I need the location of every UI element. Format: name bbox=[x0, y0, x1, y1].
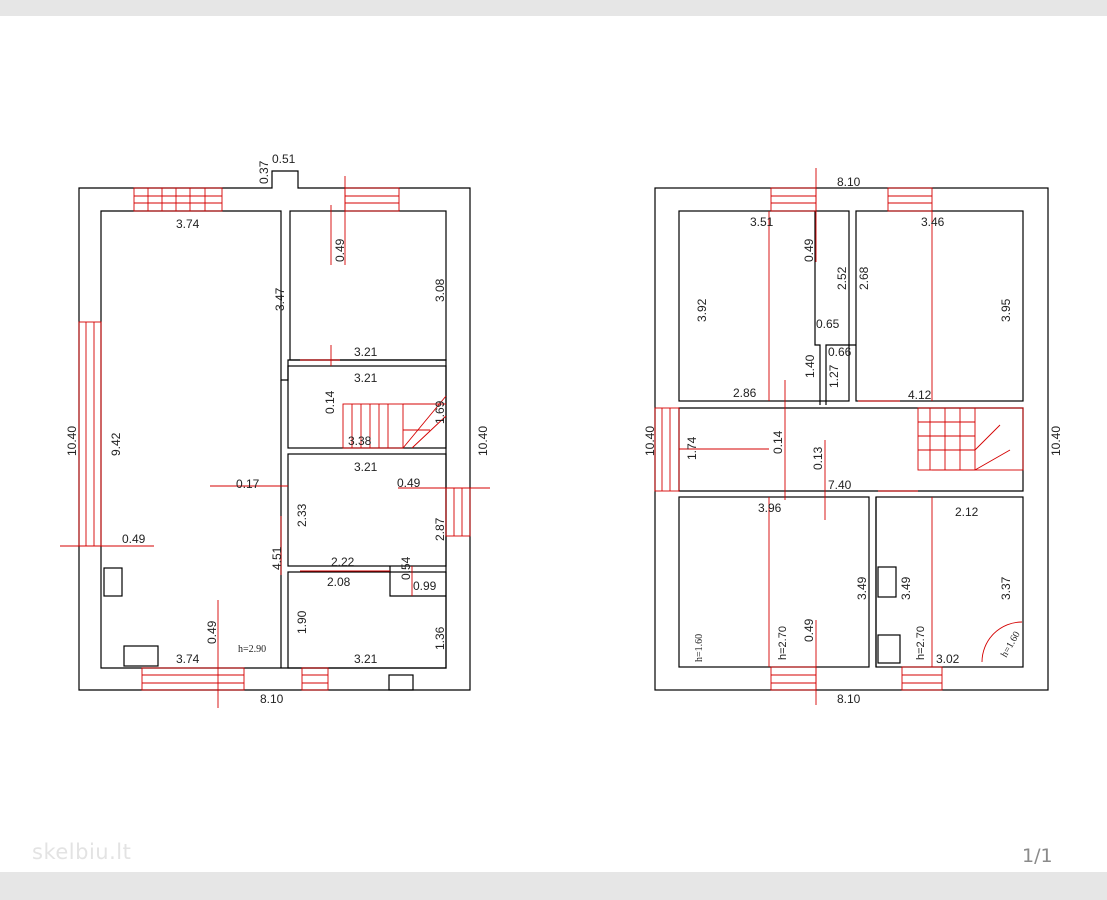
uf-dim-1-27: 1.27 bbox=[827, 364, 841, 388]
gf-stair-length: 3.38 bbox=[348, 434, 372, 448]
gf-closet-width-a: 2.22 bbox=[331, 555, 355, 569]
gf-bath-width: 3.21 bbox=[354, 652, 378, 666]
gf-stair-width: 3.21 bbox=[354, 371, 378, 385]
uf-overall-width-bottom: 8.10 bbox=[837, 692, 861, 706]
gf-room-mid-window: 0.49 bbox=[397, 476, 421, 490]
uf-hall-length: 7.40 bbox=[828, 478, 852, 492]
gf-overall-width-bottom: 8.10 bbox=[260, 692, 284, 706]
gf-closet-width-b: 2.08 bbox=[327, 575, 351, 589]
gf-living-height: 9.42 bbox=[109, 432, 123, 456]
uf-dim-0-66: 0.66 bbox=[828, 345, 852, 359]
uf-room-br-height-note-b: h=1.60 bbox=[999, 630, 1023, 660]
gf-chimney-a: 0.37 bbox=[257, 160, 271, 184]
gf-overall-height-right: 10.40 bbox=[476, 426, 490, 456]
gf-window-left: 0.49 bbox=[122, 532, 146, 546]
uf-room-tr-width: 3.46 bbox=[921, 215, 945, 229]
uf-dim-4-12: 4.12 bbox=[908, 388, 932, 402]
uf-room-bl-height-note: h=1.60 bbox=[694, 634, 705, 662]
gf-living-width-bottom: 3.74 bbox=[176, 652, 200, 666]
uf-room-bl-width: 3.96 bbox=[758, 501, 782, 515]
uf-hall-gap-b: 0.13 bbox=[811, 446, 825, 470]
page-indicator: 1/1 bbox=[1022, 845, 1053, 867]
uf-dim-1-40: 1.40 bbox=[803, 354, 817, 378]
uf-dim-2-68: 2.68 bbox=[857, 266, 871, 290]
ground-floor-plan: 0.37 0.51 3.74 3.47 10.40 9.42 0.49 0.17… bbox=[60, 152, 490, 708]
uf-dim-0-65: 0.65 bbox=[816, 317, 840, 331]
gf-bath-height-b: 1.36 bbox=[433, 626, 447, 650]
gf-closet-width-c: 0.99 bbox=[413, 579, 437, 593]
gf-height-note: h=2.90 bbox=[238, 644, 266, 655]
uf-room-tl-window: 0.49 bbox=[802, 238, 816, 262]
gf-stair-gap: 0.14 bbox=[323, 390, 337, 414]
uf-room-bl-height: 3.49 bbox=[855, 576, 869, 600]
uf-dim-2-86: 2.86 bbox=[733, 386, 757, 400]
uf-overall-height-left: 10.40 bbox=[643, 426, 657, 456]
uf-room-tl-height: 3.92 bbox=[695, 298, 709, 322]
gf-partition-0-17: 0.17 bbox=[236, 477, 260, 491]
uf-room-br-height: 3.37 bbox=[999, 576, 1013, 600]
upper-floor-plan: 8.10 3.51 0.49 2.52 2.68 3.46 3.92 3.95 … bbox=[643, 168, 1063, 706]
uf-room-tr-height: 3.95 bbox=[999, 298, 1013, 322]
gf-room-mid-height-b: 2.87 bbox=[433, 517, 447, 541]
gf-stair-height: 1.69 bbox=[433, 400, 447, 424]
uf-room-br-width-b: 3.02 bbox=[936, 652, 960, 666]
uf-room-br-width: 2.12 bbox=[955, 505, 979, 519]
gf-room-tr-height: 3.08 bbox=[433, 278, 447, 302]
gf-chimney-b: 0.51 bbox=[272, 152, 296, 166]
uf-room-tl-width: 3.51 bbox=[750, 215, 774, 229]
floor-plan-image: 0.37 0.51 3.74 3.47 10.40 9.42 0.49 0.17… bbox=[60, 152, 1063, 708]
gf-closet-depth: 0.54 bbox=[399, 556, 413, 580]
watermark-logo: skelbiu.lt bbox=[32, 840, 132, 864]
gf-window-bottom: 0.49 bbox=[205, 620, 219, 644]
gf-bath-height-a: 1.90 bbox=[295, 610, 309, 634]
uf-hall-height: 1.74 bbox=[685, 436, 699, 460]
uf-room-bl-window: 0.49 bbox=[802, 618, 816, 642]
viewer-bottom-bar bbox=[0, 872, 1107, 900]
viewer-top-bar bbox=[0, 0, 1107, 16]
uf-overall-height-right: 10.40 bbox=[1049, 426, 1063, 456]
gf-living-width-top: 3.74 bbox=[176, 217, 200, 231]
uf-room-br-height-note: h=2.70 bbox=[915, 626, 927, 660]
uf-dim-2-52: 2.52 bbox=[835, 266, 849, 290]
gf-room-mid-height-a: 2.33 bbox=[295, 503, 309, 527]
uf-room-bl-height-note-b: h=2.70 bbox=[777, 626, 789, 660]
gf-room-tr-width: 3.21 bbox=[354, 345, 378, 359]
uf-bath-height: 3.49 bbox=[899, 576, 913, 600]
gf-room-mid-width: 3.21 bbox=[354, 460, 378, 474]
gf-room-tr-window: 0.49 bbox=[333, 238, 347, 262]
uf-hall-gap-a: 0.14 bbox=[771, 430, 785, 454]
gf-overall-height-left: 10.40 bbox=[65, 426, 79, 456]
uf-overall-width-top: 8.10 bbox=[837, 175, 861, 189]
gf-dim-4-51: 4.51 bbox=[270, 546, 284, 570]
gf-partition-3-47: 3.47 bbox=[273, 287, 287, 311]
